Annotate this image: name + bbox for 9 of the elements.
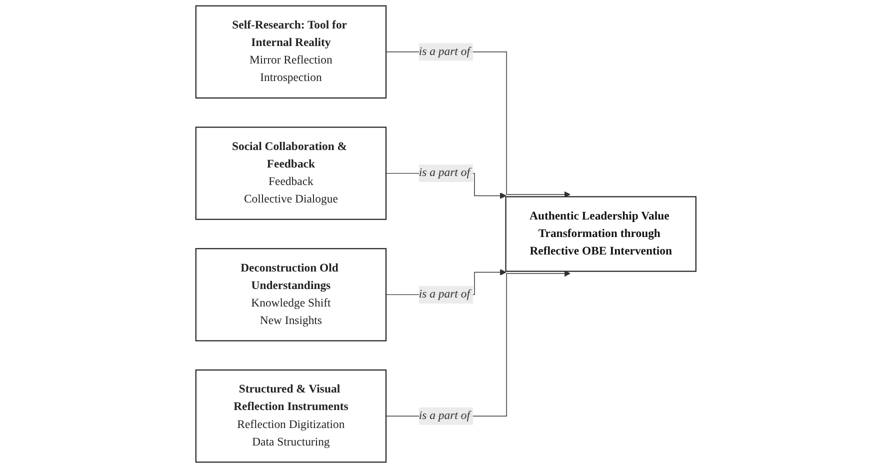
edge-label: is a part of — [419, 410, 470, 422]
node-box: Structured & Visual Reflection Instruments Reflection Digitization Data Structuring — [195, 369, 387, 463]
edge-label: is a part of — [419, 288, 470, 301]
node-box: Social Collaboration & Feedback Feedback Collective Dialogue — [195, 126, 387, 220]
edge-label: is a part of — [419, 45, 470, 58]
edge-label: is a part of — [419, 166, 470, 180]
node-box: Authentic Leadership Value Transformation through Reflective OBE Intervention — [505, 196, 697, 272]
node-box: Self-Research: Tool for Internal Reality Mirror Reflection Introspection — [195, 5, 387, 99]
node-box: Deconstruction Old Understandings Knowledge Shift New Insights — [195, 248, 387, 342]
